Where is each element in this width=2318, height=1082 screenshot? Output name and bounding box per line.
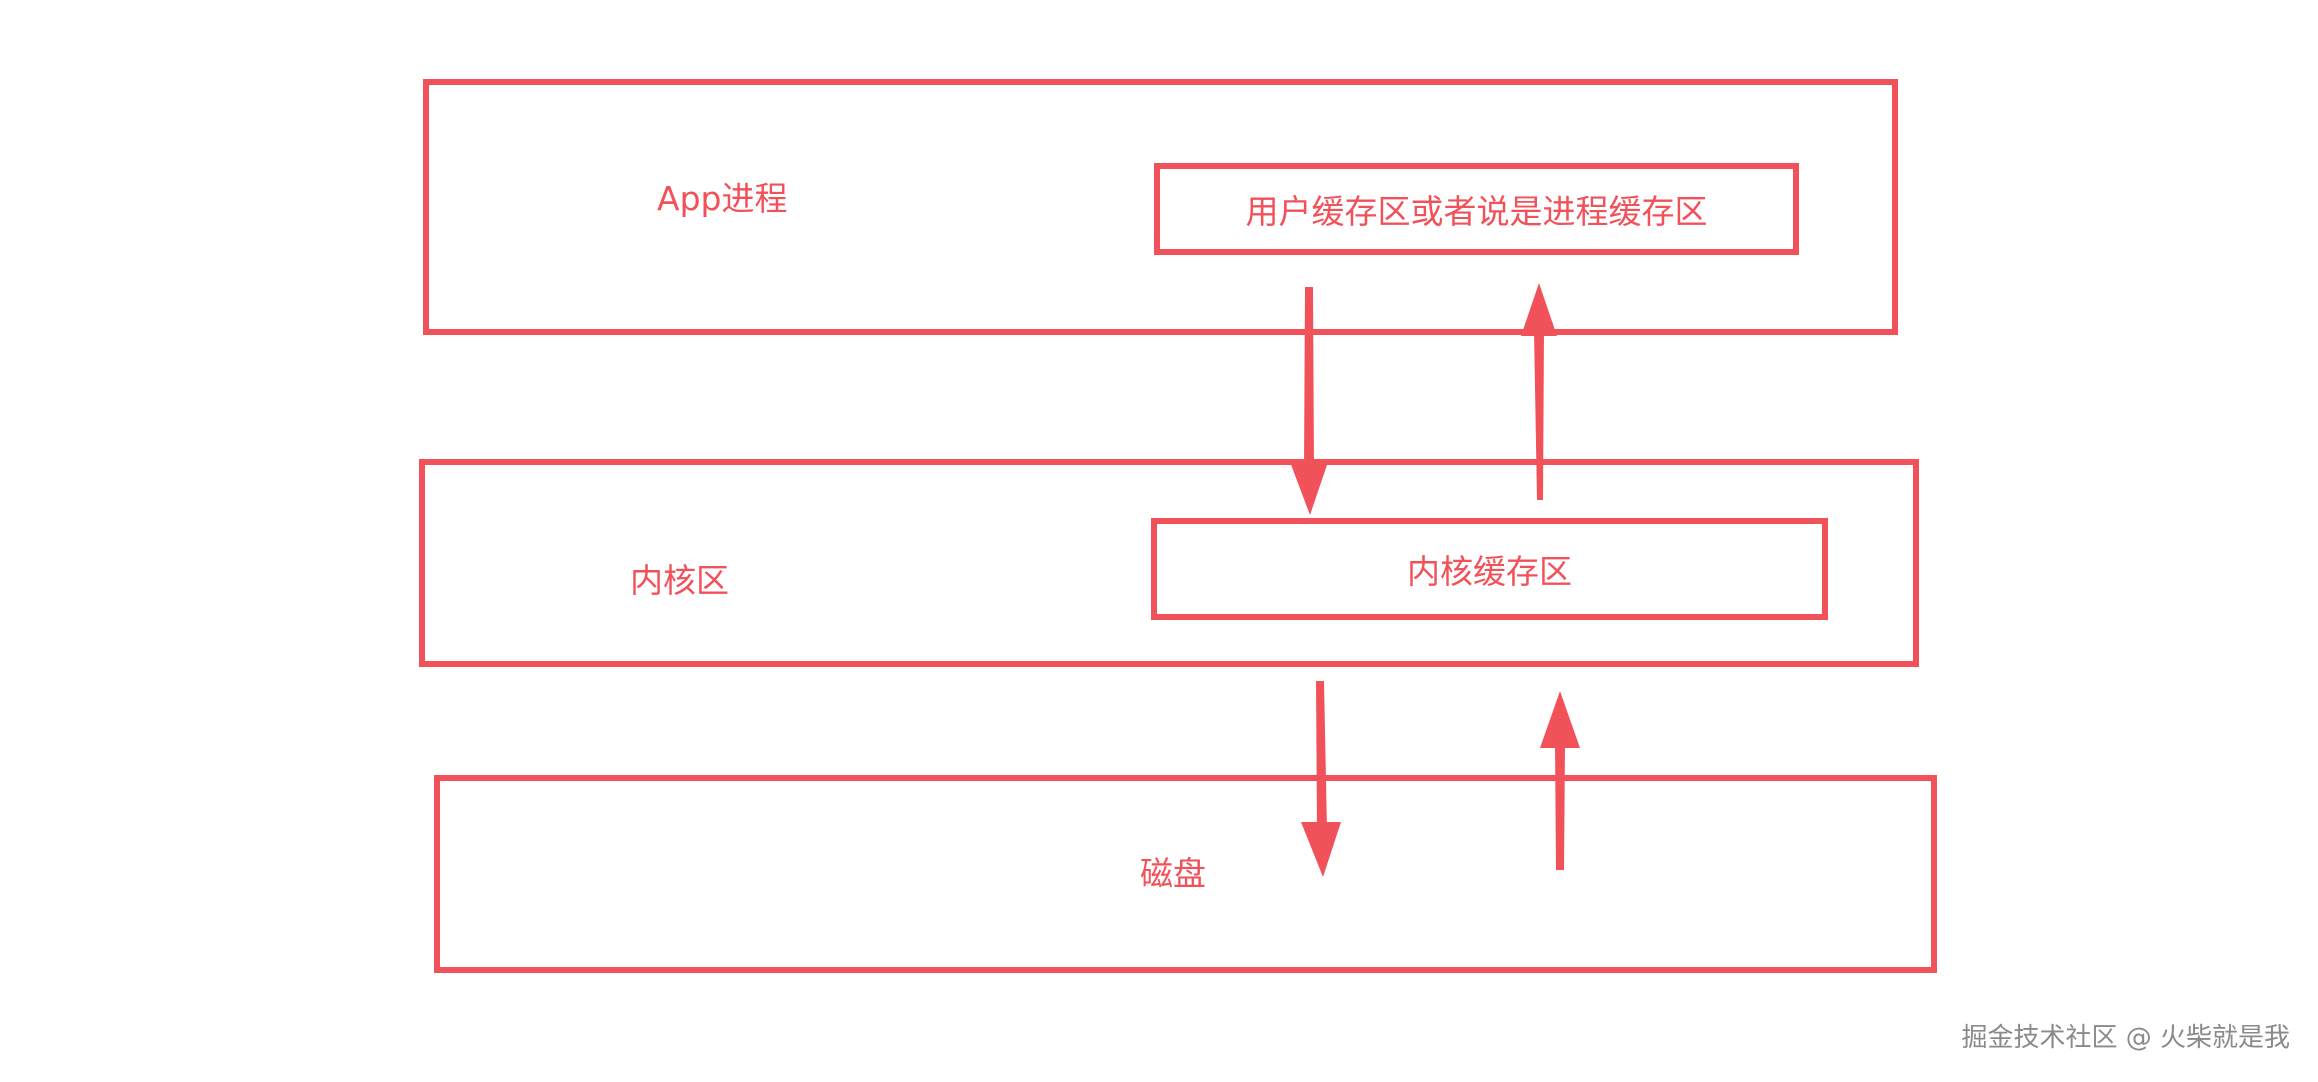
user-buffer-label: 用户缓存区或者说是进程缓存区 (1245, 192, 1708, 231)
app-process-box (423, 79, 1898, 335)
kernel-buffer-box: 内核缓存区 (1151, 518, 1828, 620)
user-buffer-box: 用户缓存区或者说是进程缓存区 (1154, 163, 1799, 255)
kernel-buffer-label: 内核缓存区 (1407, 552, 1572, 591)
app-process-label: App进程 (657, 179, 788, 218)
kernel-label: 内核区 (630, 561, 729, 600)
disk-box (434, 775, 1937, 973)
disk-label: 磁盘 (1140, 854, 1206, 893)
watermark-text: 掘金技术社区 @ 火柴就是我 (1961, 1023, 2290, 1053)
kernel-box (419, 459, 1919, 667)
